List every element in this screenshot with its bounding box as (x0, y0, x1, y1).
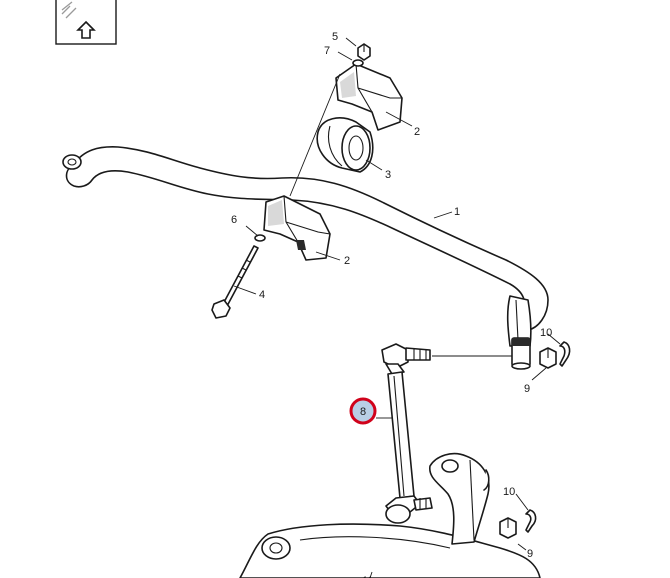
label-part-5: 5 (332, 31, 338, 43)
link-nut-upper (539, 347, 557, 369)
cotter-pin-upper (559, 341, 571, 367)
highlight-ring-part-8[interactable] (349, 397, 377, 425)
label-part-4: 4 (259, 289, 265, 301)
bushing-clamp-upper (335, 63, 403, 131)
rubber-bushing (316, 117, 374, 173)
label-part-10-upper: 10 (540, 327, 552, 339)
label-part-3: 3 (385, 169, 391, 181)
bolt-washer (254, 234, 266, 242)
stabilizer-bar (62, 146, 549, 370)
view-icon-box[interactable] (55, 0, 117, 45)
stabilizer-link-rod (381, 343, 433, 524)
label-part-2-lower: 2 (344, 255, 350, 267)
clamp-nut (357, 43, 371, 61)
label-part-11: 11 (362, 575, 373, 578)
link-nut-lower (499, 517, 517, 539)
label-part-2-upper: 2 (414, 126, 420, 138)
up-arrow-icon (76, 20, 96, 39)
exploded-view-icon (61, 1, 77, 19)
label-part-9-lower: 9 (527, 548, 533, 560)
nut-washer (352, 59, 364, 67)
label-part-8: 8 (360, 406, 366, 418)
leader-lines (233, 37, 561, 578)
lower-control-arm (239, 452, 541, 578)
label-part-6: 6 (231, 214, 237, 226)
cotter-pin-lower (525, 509, 537, 533)
label-part-1: 1 (454, 206, 460, 218)
label-part-10-lower: 10 (503, 486, 515, 498)
clamp-bolt (211, 245, 259, 319)
label-part-7: 7 (324, 45, 330, 57)
bushing-clamp-lower (263, 195, 331, 261)
label-part-9-upper: 9 (524, 383, 530, 395)
